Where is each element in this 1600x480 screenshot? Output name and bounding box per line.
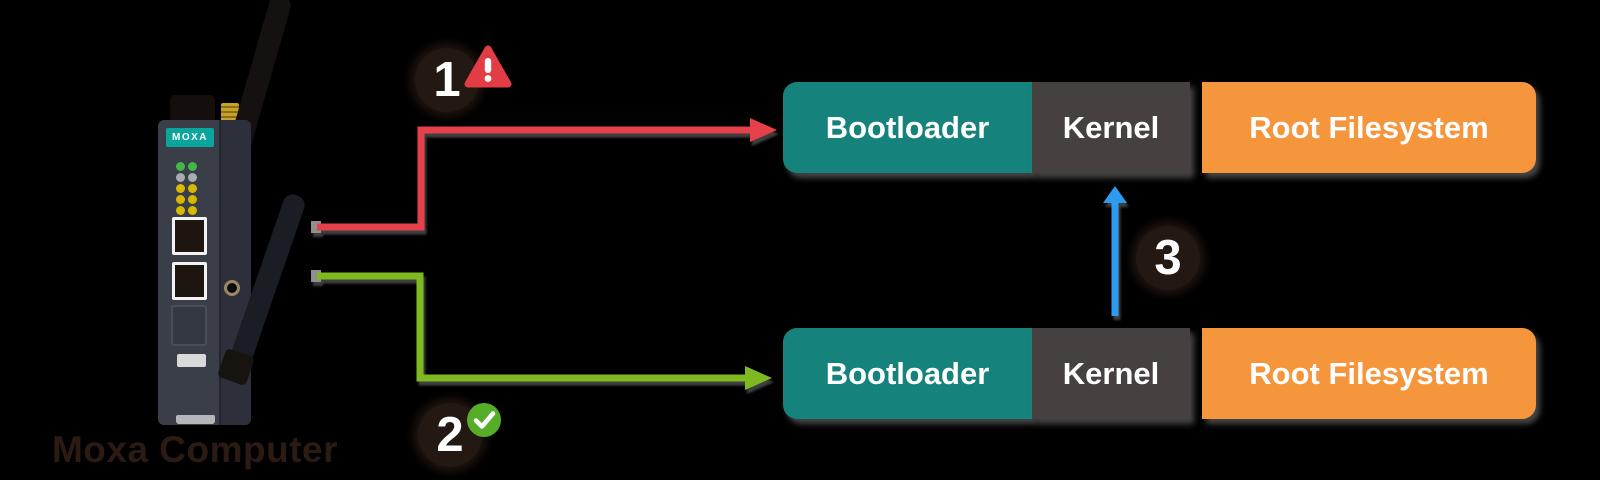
exclamation-dot [484,75,492,82]
usb-port [177,354,206,367]
device-top-cap [170,95,215,123]
led-row [176,184,197,193]
firmware-bar-top: Bootloader Kernel Root Filesystem [783,82,1536,173]
check-circle-icon [467,403,501,437]
arrow-3-head-blue [1103,186,1127,203]
firmware-bar-bottom: Bootloader Kernel Root Filesystem [783,328,1536,419]
power-connector [224,280,240,296]
arrow-2-line-green [317,272,745,382]
segment-kernel: Kernel [1032,328,1190,419]
device-foot [176,415,215,424]
led-indicator [188,195,197,204]
led-indicator [176,162,185,171]
led-indicators [176,162,197,215]
sim-slot [171,305,207,346]
warning-triangle-icon [464,45,512,88]
segment-root-filesystem: Root Filesystem [1202,328,1536,419]
step-number: 3 [1154,231,1182,285]
step-number: 1 [433,53,461,107]
led-indicator [176,184,185,193]
ethernet-port [172,217,207,255]
led-row [176,173,197,182]
led-indicator [188,162,197,171]
step-number: 2 [436,408,464,462]
ethernet-port [172,262,207,300]
led-indicator [188,184,197,193]
exclamation-bar [484,58,492,73]
arrow-1-line-red [317,126,750,231]
segment-bootloader: Bootloader [783,82,1032,173]
device-caption: Moxa Computer [51,429,339,470]
led-row [176,206,197,215]
line-start-cap [311,270,321,282]
arrow-1-head-red [750,118,777,142]
segment-root-filesystem: Root Filesystem [1202,82,1536,173]
moxa-logo: MOXA [166,128,214,147]
segment-kernel: Kernel [1032,82,1190,173]
led-indicator [176,173,185,182]
arrow-2-head-green [745,366,772,390]
device-body: MOXA [158,120,251,425]
led-indicator [188,206,197,215]
led-indicator [176,195,185,204]
led-indicator [188,173,197,182]
led-row [176,162,197,171]
led-row [176,195,197,204]
led-indicator [176,206,185,215]
segment-bootloader: Bootloader [783,328,1032,419]
check-mark [473,411,496,429]
line-start-cap [311,221,321,233]
step-3-badge: 3 [1136,226,1200,290]
check-circle-shape [467,403,501,437]
